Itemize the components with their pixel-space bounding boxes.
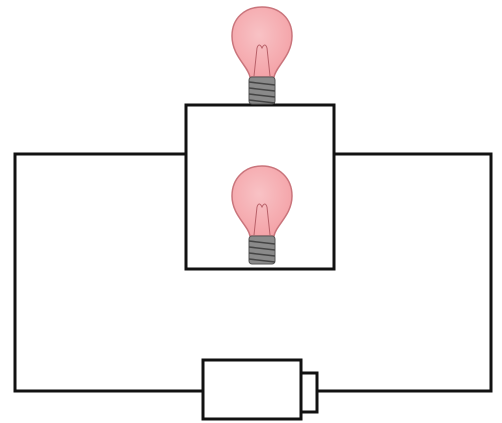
right-wire bbox=[315, 152, 493, 393]
lightbulb-top-icon bbox=[231, 6, 293, 105]
left-wire bbox=[13, 152, 205, 393]
battery-icon bbox=[201, 358, 319, 421]
battery-terminal bbox=[299, 371, 319, 414]
bulb-filament bbox=[253, 203, 271, 236]
lightbulb-bottom-icon bbox=[231, 165, 293, 265]
parallel-branch-box bbox=[184, 103, 336, 271]
bulb-filament bbox=[253, 44, 271, 77]
battery-body bbox=[201, 358, 303, 421]
bulb-glass bbox=[231, 6, 293, 78]
bulb-thread bbox=[248, 81, 276, 104]
bulb-thread bbox=[248, 240, 276, 263]
bulb-glass bbox=[231, 165, 293, 237]
